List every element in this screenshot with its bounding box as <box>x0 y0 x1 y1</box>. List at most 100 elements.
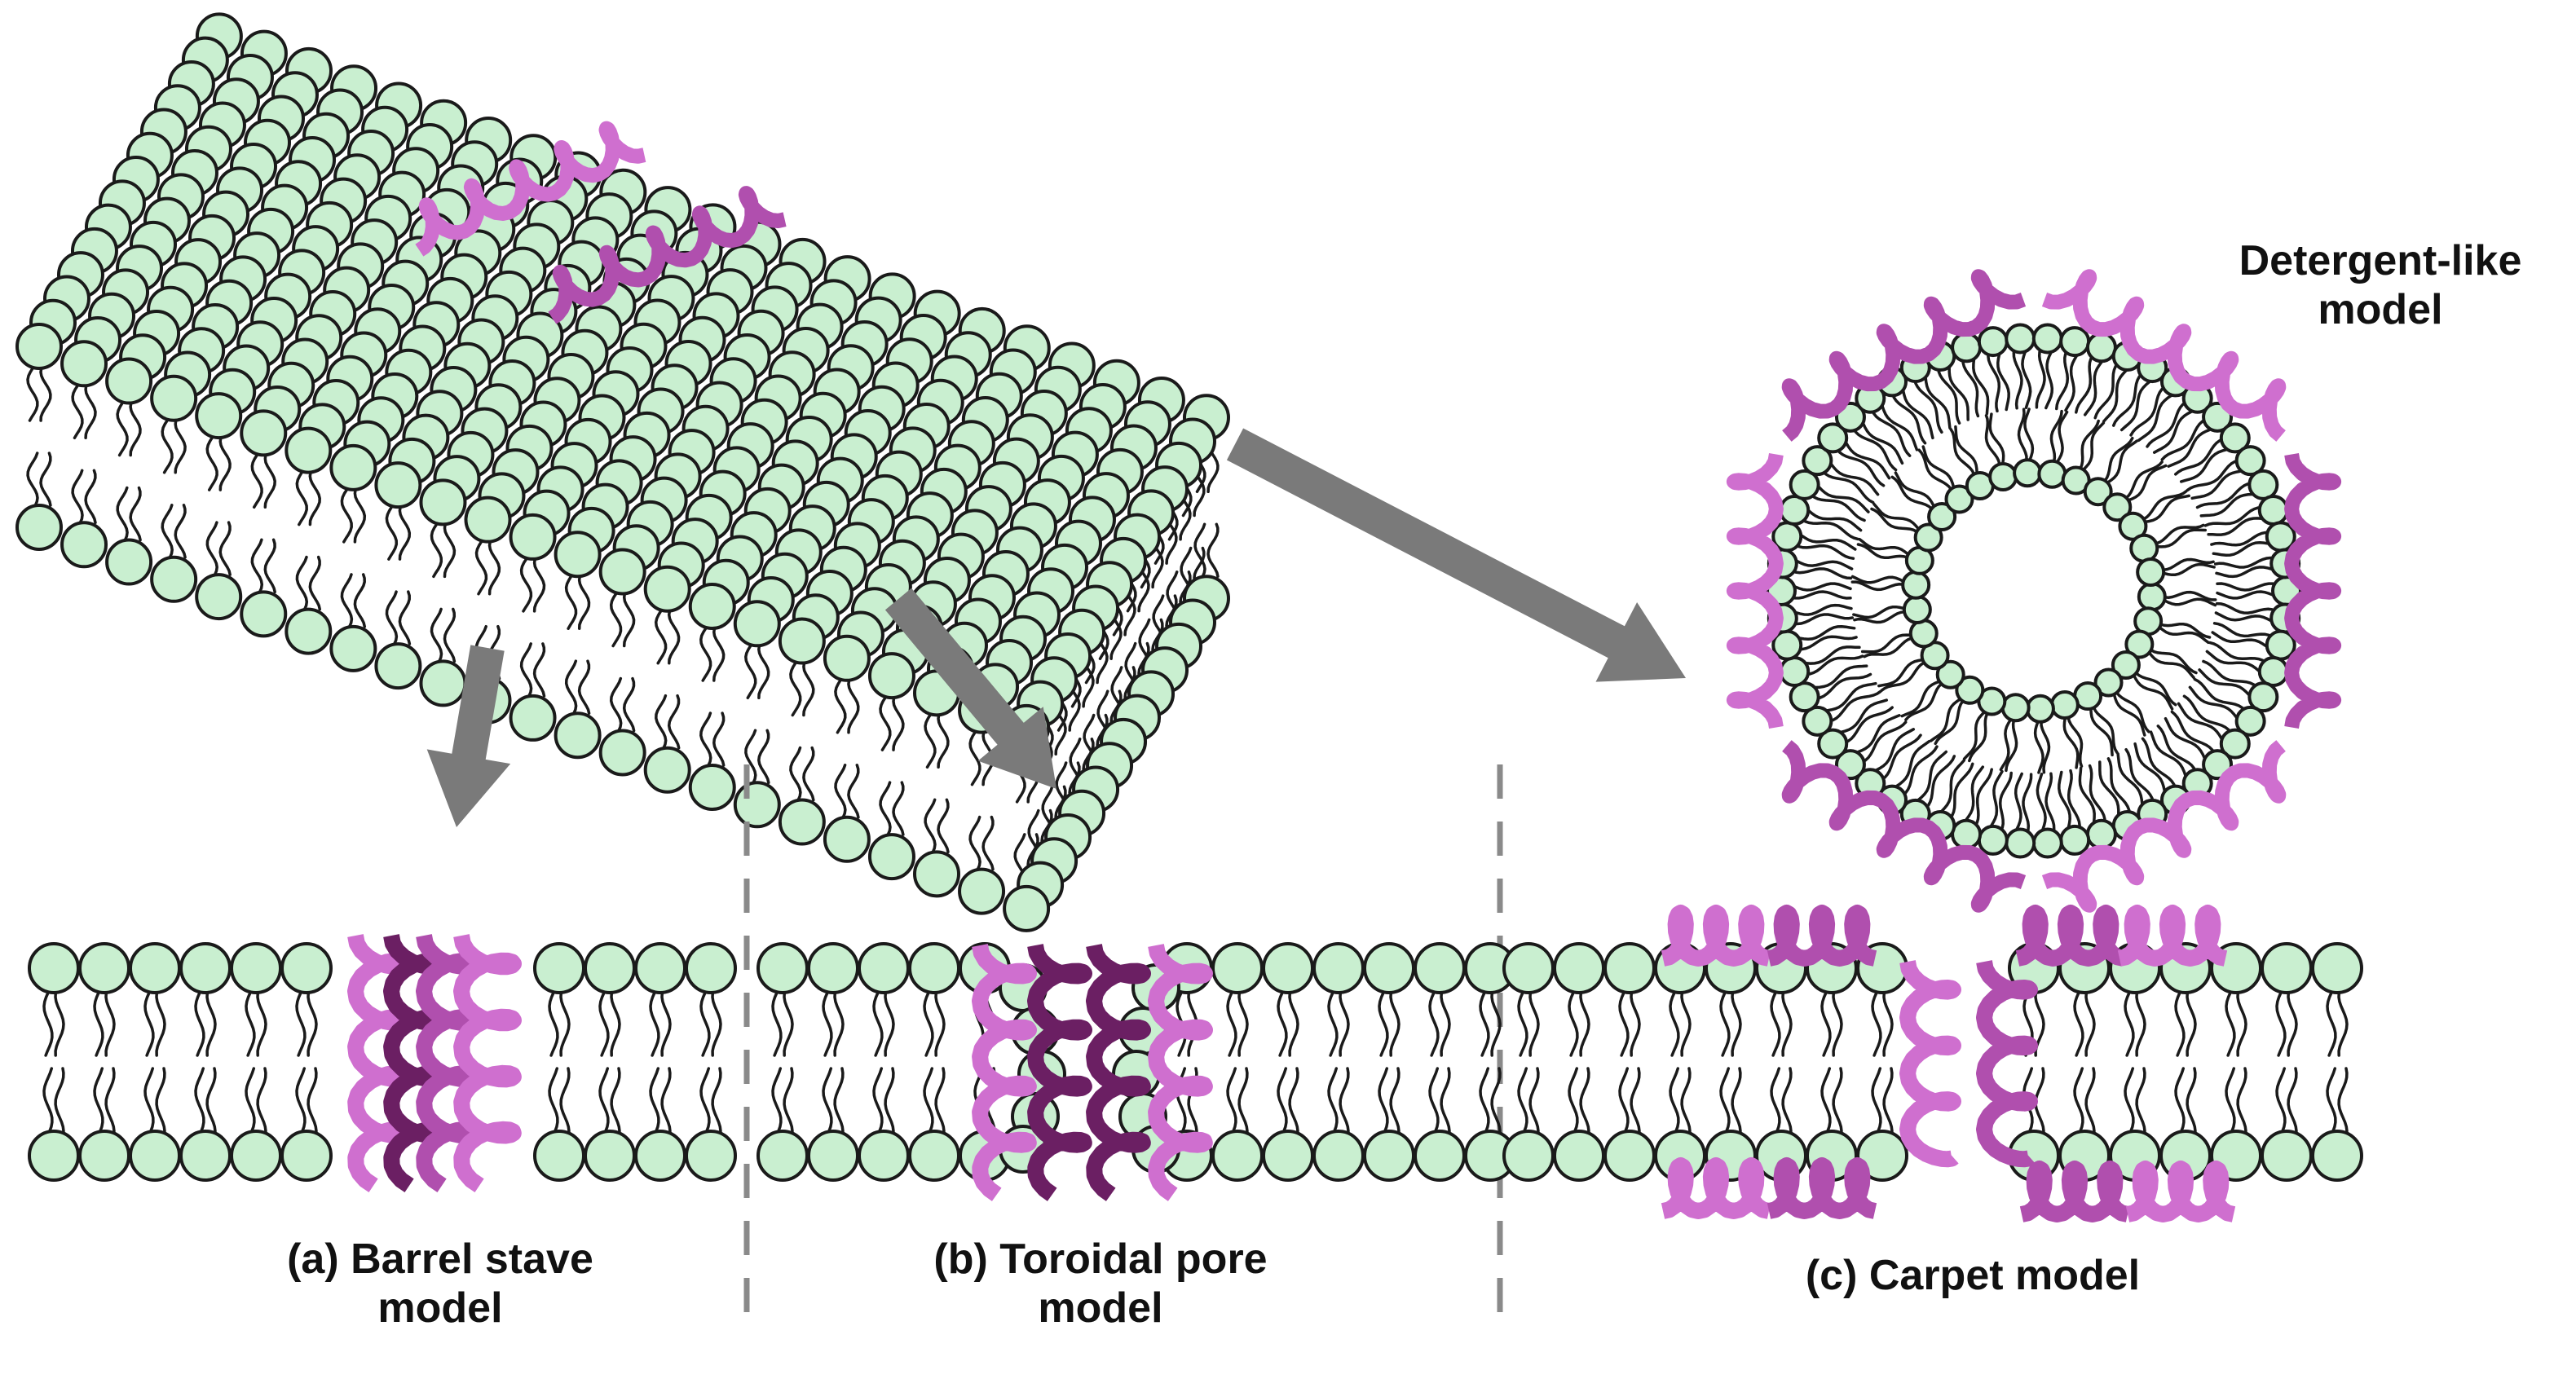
lipid-tail <box>1801 635 1858 651</box>
lipid-head <box>179 942 232 994</box>
lipid-head <box>2124 629 2155 659</box>
peptide-helix <box>1767 905 1877 967</box>
lipid-tail <box>2215 566 2274 579</box>
lipid-head <box>1802 445 1833 477</box>
lipid-tail <box>116 486 129 542</box>
lipid-tail <box>833 991 845 1057</box>
lipid-head <box>1802 705 1833 737</box>
lipid-tail <box>655 694 668 750</box>
lipid-tail <box>307 1067 318 1133</box>
lipid-head <box>1955 675 1985 705</box>
lipid-tail <box>1996 353 2010 412</box>
lipid-head <box>1211 942 1264 994</box>
process-arrows <box>426 428 1686 827</box>
lipid-tail <box>783 991 794 1057</box>
lipid-tail <box>1901 389 1934 440</box>
lipid-head <box>778 617 826 665</box>
lipid-tail <box>2202 659 2256 686</box>
lipid-tail <box>2236 991 2247 1057</box>
lipid-tail <box>1917 448 1953 491</box>
lipid-tail <box>256 1067 267 1133</box>
lipid-tail <box>1770 991 1781 1057</box>
lipid-tail <box>1949 427 1976 476</box>
lipid-tail <box>598 1067 610 1133</box>
peptide-helix <box>1767 1157 1877 1219</box>
detergent-micelle <box>1726 269 2342 913</box>
lipid-tail <box>649 991 660 1057</box>
lipid-head <box>2085 332 2117 363</box>
peptide-helix <box>1976 960 2038 1168</box>
lipid-tail <box>2084 991 2096 1057</box>
lipid-head <box>584 1130 636 1182</box>
lipid-tail <box>39 452 52 507</box>
lipid-tail <box>1378 1067 1389 1133</box>
lipid-tail <box>398 505 412 561</box>
lipid-tail <box>968 815 981 871</box>
lipid-tail <box>1288 991 1299 1057</box>
lipid-tail <box>2067 716 2084 768</box>
lipid-tail <box>1831 689 1882 722</box>
lipid-tail <box>622 592 636 648</box>
lipid-head <box>1414 942 1466 994</box>
lipid-tail <box>1517 991 1528 1057</box>
lipid-tail <box>2124 991 2135 1057</box>
lipid-tail <box>1900 680 1941 718</box>
lipid-tail <box>2177 702 2223 741</box>
lipid-tail <box>2073 991 2084 1057</box>
lipid-tail <box>1856 714 1901 754</box>
lipid-tail <box>609 676 623 733</box>
lipid-tail <box>1568 991 1579 1057</box>
lipid-tail <box>1890 475 1934 510</box>
lipid-head <box>2247 681 2279 713</box>
lipid-tail <box>577 575 591 630</box>
lipid-tail <box>307 991 318 1057</box>
lipid-head <box>1944 484 1974 514</box>
lipid-tail <box>1877 658 1924 688</box>
lipid-head <box>685 1130 737 1182</box>
lipid-head <box>2137 582 2167 612</box>
lipid-head <box>908 942 960 994</box>
lipid-head <box>280 942 333 994</box>
lipid-tail <box>93 1067 104 1133</box>
lipid-tail <box>1479 1067 1490 1133</box>
lipid-head <box>2000 693 2031 723</box>
lipid-tail <box>1871 1067 1882 1133</box>
lipid-tail <box>771 1067 783 1133</box>
lipid-tail <box>218 521 232 576</box>
lipid-head <box>28 942 80 994</box>
lipid-head <box>908 1130 960 1182</box>
lipid-head <box>1977 824 2009 856</box>
lipid-tail <box>924 713 937 769</box>
lipid-tail <box>757 644 770 700</box>
lipid-tail <box>1829 462 1880 496</box>
lipid-tail <box>443 522 457 579</box>
lipid-tail <box>2174 438 2221 476</box>
lipid-tail <box>699 1067 711 1133</box>
lipid-tail <box>1820 991 1832 1057</box>
lipid-tail <box>1389 1067 1400 1133</box>
lipid-tail <box>1845 441 1891 480</box>
lipid-head <box>913 850 961 898</box>
toroidal-pore-label-line1: (b) Toroidal pore <box>933 1236 1268 1283</box>
lipid-tail <box>884 1067 895 1133</box>
detergent-model-label: Detergent-like model <box>2185 236 2576 334</box>
lipid-tail <box>1327 1067 1339 1133</box>
lipid-head <box>533 942 585 994</box>
lipid-tail <box>2116 752 2144 805</box>
lipid-tail <box>2119 380 2151 432</box>
lipid-tail <box>2017 407 2028 461</box>
lipid-tail <box>1984 414 2001 466</box>
lipid-tail <box>308 470 321 526</box>
lipid-head <box>1908 619 1939 649</box>
lipid-tail <box>1882 991 1894 1057</box>
lipid-head <box>2049 689 2080 720</box>
lipid-tail <box>2174 991 2186 1057</box>
lipid-tail <box>937 713 950 769</box>
lipid-tail <box>1852 605 1906 619</box>
lipid-tail <box>194 1067 205 1133</box>
lipid-tail <box>398 590 412 645</box>
lipid-tail <box>2112 693 2146 737</box>
lipid-tail <box>1872 502 1920 531</box>
lipid-tail <box>1854 430 1898 472</box>
lipid-tail <box>2075 357 2093 414</box>
